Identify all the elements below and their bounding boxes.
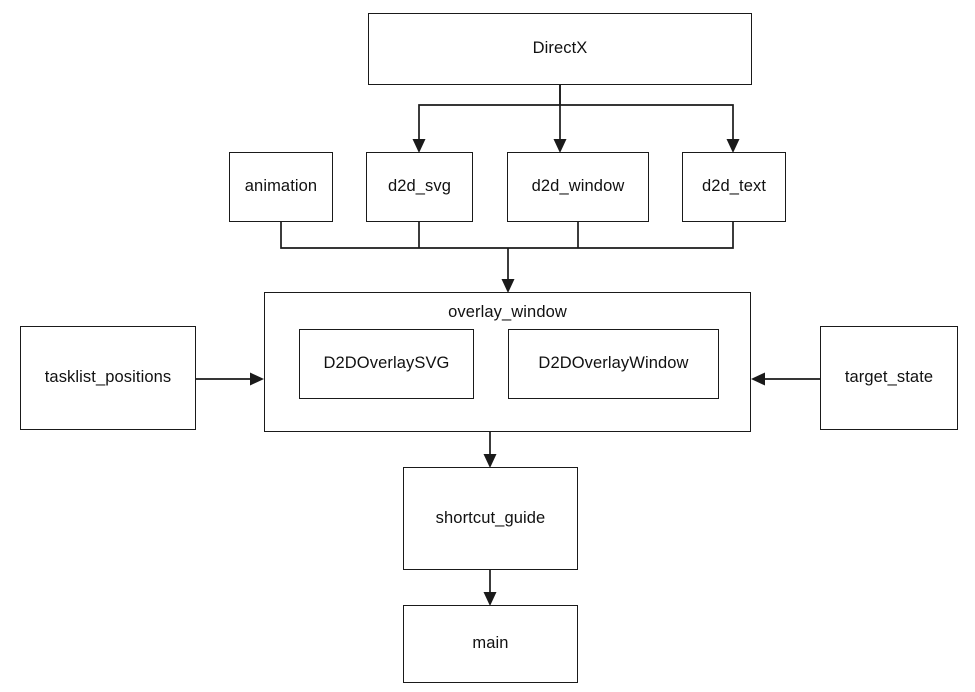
node-d2d-window-label: d2d_window	[531, 177, 625, 196]
edge-overlay-window-to-shortcut-guide	[483, 432, 497, 468]
node-animation-label: animation	[244, 177, 318, 196]
edge-merge-bus-to-overlay-window	[501, 248, 515, 293]
node-tasklist-positions[interactable]: tasklist_positions	[20, 326, 196, 430]
node-shortcut-guide-label: shortcut_guide	[435, 508, 546, 527]
node-target-state-label: target_state	[844, 368, 934, 387]
edge-shortcut-guide-to-main	[483, 570, 497, 606]
node-d2d-text[interactable]: d2d_text	[682, 152, 786, 222]
node-d2d-svg-label: d2d_svg	[387, 177, 452, 196]
node-overlay-window-label: overlay_window	[448, 303, 567, 321]
node-d2d-svg[interactable]: d2d_svg	[366, 152, 473, 222]
node-target-state[interactable]: target_state	[820, 326, 958, 430]
node-main-label: main	[472, 634, 509, 653]
node-shortcut-guide[interactable]: shortcut_guide	[403, 467, 578, 570]
edge-directx-to-d2d-text	[560, 104, 740, 153]
node-overlay-window-cluster[interactable]: overlay_window D2DOverlaySVG D2DOverlayW…	[264, 292, 751, 432]
node-d2d-overlay-window-label: D2DOverlayWindow	[538, 354, 689, 373]
edge-animation-to-overlay-window	[280, 222, 508, 249]
node-d2d-window[interactable]: d2d_window	[507, 152, 649, 222]
edge-tasklist-positions-to-overlay-window	[196, 372, 264, 386]
node-d2d-text-label: d2d_text	[701, 177, 767, 196]
edge-directx-to-d2d-window	[553, 85, 567, 153]
node-d2d-overlay-window[interactable]: D2DOverlayWindow	[508, 329, 719, 399]
node-d2d-overlay-svg-label: D2DOverlaySVG	[323, 354, 450, 373]
node-main[interactable]: main	[403, 605, 578, 683]
edge-d2d-text-to-overlay-window	[508, 222, 734, 249]
node-tasklist-positions-label: tasklist_positions	[44, 368, 172, 387]
edge-directx-to-d2d-svg	[412, 85, 561, 153]
node-directx-label: DirectX	[532, 39, 588, 58]
node-d2d-overlay-svg[interactable]: D2DOverlaySVG	[299, 329, 474, 399]
node-animation[interactable]: animation	[229, 152, 333, 222]
edge-target-state-to-overlay-window	[751, 372, 820, 386]
node-directx[interactable]: DirectX	[368, 13, 752, 85]
